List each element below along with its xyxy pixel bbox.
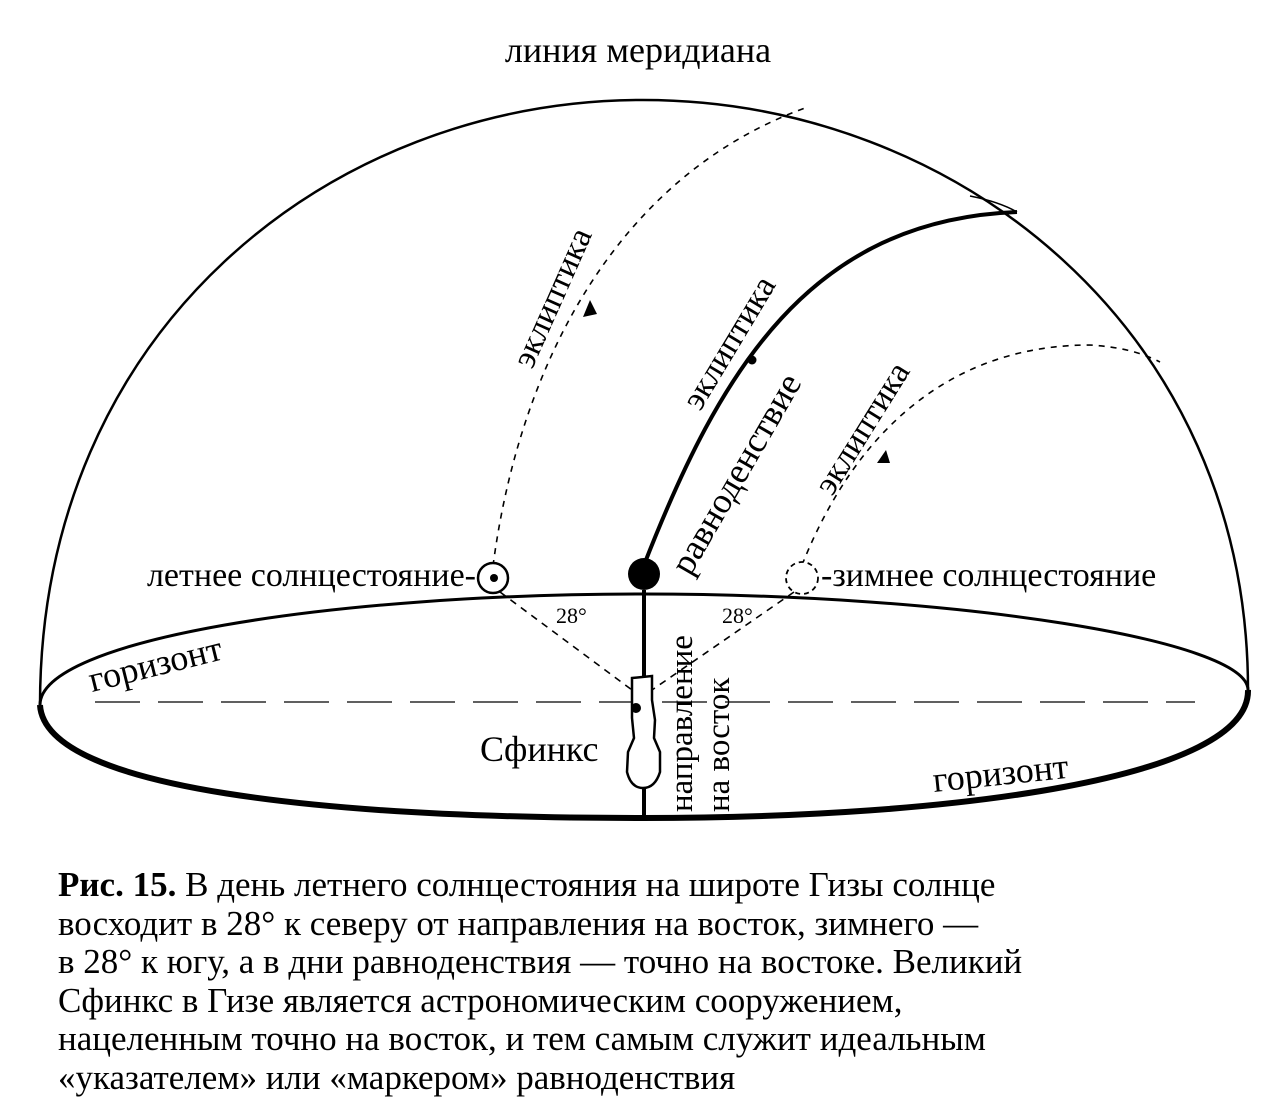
winter-ecliptic-arrow [877,450,890,463]
summer-ecliptic-path [492,107,806,567]
angle-line-winter [651,591,795,691]
sphinx-label: Сфинкс [480,729,598,769]
ecliptic-label-winter: эклиптика [807,356,917,502]
sphinx-icon [625,674,662,790]
caption-text-1: В день летнего солнцестояния на широте Г… [176,865,996,904]
east-direction-label-line1: направление [664,635,700,812]
caption-prefix: Рис. 15. [58,865,177,904]
equinox-ecliptic-path [642,210,1018,566]
equinox-ecliptic-tail [969,195,1018,213]
caption-line-3: в 28° к югу, а в дни равноденствия — точ… [58,942,1023,982]
dome-outline [38,98,1250,706]
summer-solstice-sun-center [490,574,498,582]
winter-solstice-label: -зимнее солнцестояние [821,557,1156,594]
meridian-label: линия меридиана [505,30,771,70]
angle-line-summer [499,591,633,691]
angle-label-winter: 28° [722,603,753,628]
equinox-sun-icon [628,558,660,590]
caption-line-6: «указателем» или «маркером» равноденстви… [58,1057,736,1097]
ecliptic-label-summer: эклиптика [506,222,600,373]
winter-ecliptic-path [801,344,1161,566]
east-direction-label-line2: на восток [701,677,737,812]
summer-solstice-label: летнее солнцестояние- [147,557,476,594]
caption-line-4: Сфинкс в Гизе является астрономическим с… [58,980,903,1020]
angle-label-summer: 28° [556,603,587,628]
winter-solstice-sun-icon [785,561,819,595]
caption-line-5: нацеленным точно на восток, и тем самым … [58,1019,986,1059]
summer-ecliptic-arrow [583,300,597,317]
figure-caption: Рис. 15. В день летнего солнцестояния на… [58,865,1248,1098]
equinox-ecliptic-dot [747,355,757,365]
caption-line-1: Рис. 15. В день летнего солнцестояния на… [58,865,1248,905]
caption-line-2: восходит в 28° к северу от направления н… [58,903,979,943]
